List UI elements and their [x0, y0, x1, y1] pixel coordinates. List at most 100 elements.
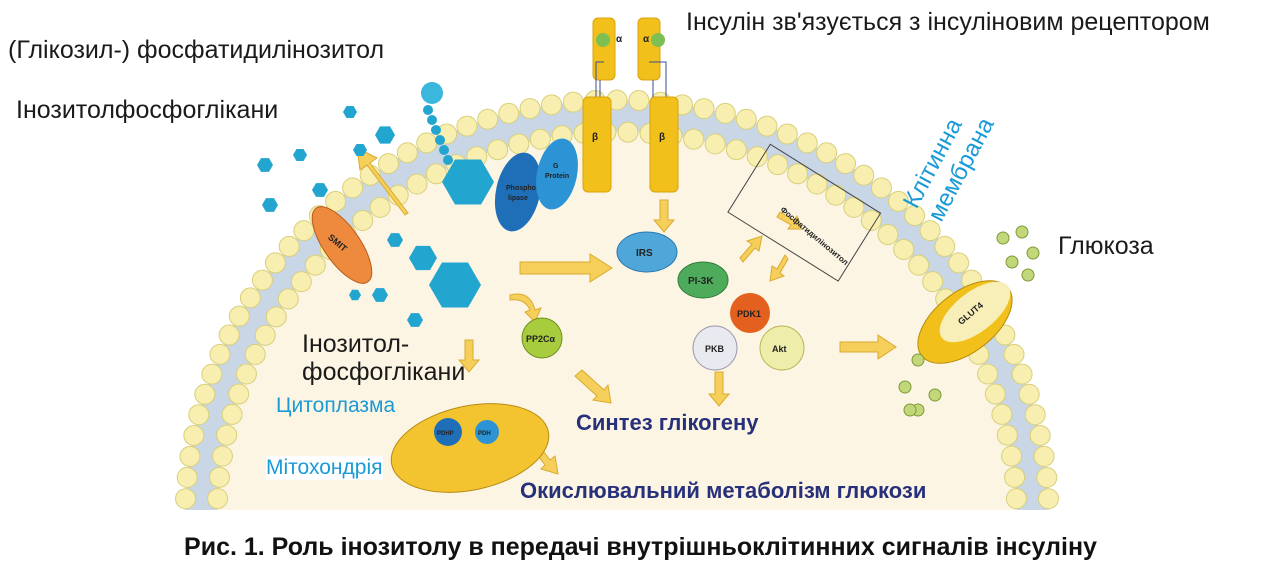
lipid-head — [776, 123, 798, 145]
figure-caption: Рис. 1. Роль інозитолу в передачі внутрі… — [184, 533, 1097, 561]
lipid-head — [278, 235, 300, 257]
glucose-molecule — [911, 353, 925, 367]
lipid-head — [487, 139, 509, 161]
lipid-head — [1037, 488, 1059, 510]
lipid-head — [796, 132, 818, 154]
lipid-head — [183, 424, 205, 446]
inositol-hexagon — [349, 289, 361, 301]
lipid-head — [562, 91, 584, 113]
lipid-head — [508, 133, 530, 155]
lipid-head — [218, 324, 240, 346]
lipid-head — [984, 383, 1006, 405]
lipid-head — [725, 139, 747, 161]
lipid-head — [244, 343, 266, 365]
pp2c-protein — [521, 317, 563, 359]
lipid-head — [893, 238, 915, 260]
phospholipase-label: lipase — [508, 195, 528, 202]
insulin-binding-label: Інсулін зв'язується з інсуліновим рецепт… — [686, 8, 1210, 36]
pdhp-label: PDHP — [437, 431, 454, 437]
lipid-head — [853, 164, 875, 186]
akt-label: Akt — [772, 344, 787, 354]
lipid-head — [991, 403, 1013, 425]
glucose-molecule — [898, 380, 912, 394]
glucose-molecule — [996, 231, 1010, 245]
glucose-molecule — [903, 403, 917, 417]
lipid-head — [816, 142, 838, 164]
lipid-head — [860, 209, 882, 231]
lipid-head — [207, 488, 229, 510]
lipid-head — [996, 424, 1018, 446]
lipid-head — [767, 154, 789, 176]
lipid-head — [416, 132, 438, 154]
inositol-hexagon — [407, 313, 423, 327]
irs-protein — [616, 231, 678, 273]
pp2c-label: PP2Cα — [526, 334, 556, 344]
lipid-head — [904, 205, 926, 227]
lipid-head — [228, 305, 250, 327]
lipid-head — [756, 115, 778, 137]
inositol-hexagon — [375, 126, 395, 144]
lipid-head — [735, 108, 757, 130]
lipid-head — [843, 196, 865, 218]
glucose-label: Глюкоза — [1058, 232, 1154, 260]
g-protein-label: Protein — [545, 173, 569, 180]
lipid-head — [264, 252, 286, 274]
lipid-head — [1033, 445, 1055, 467]
lipid-head — [254, 324, 276, 346]
lipid-head — [908, 254, 930, 276]
pkb-protein — [692, 325, 738, 371]
lipid-head — [201, 363, 223, 385]
oxidative-metabolism-label: Окислювальний метаболізм глюкози — [520, 478, 927, 503]
lipid-head — [1004, 466, 1026, 488]
glycosyl-pi-label: (Глікозил-) фосфатидилінозитол — [8, 36, 385, 64]
g-protein-label: G — [553, 163, 559, 170]
lipid-head — [396, 142, 418, 164]
pi3k-label: PI-3K — [688, 276, 714, 287]
lipid-head — [216, 424, 238, 446]
lipid-head — [1024, 404, 1046, 426]
lipid-head — [806, 173, 828, 195]
insulin-receptor: α α β β — [582, 17, 679, 193]
lipid-head — [179, 445, 201, 467]
lipid-head — [265, 306, 287, 328]
lipid-head — [209, 343, 231, 365]
lipid-head — [919, 220, 941, 242]
pi3k-protein — [677, 261, 729, 299]
pdh-label: PDH — [478, 431, 491, 437]
inositol-hexagon — [293, 148, 307, 162]
inositol-hexagon — [387, 233, 403, 247]
inositol-hexagon — [372, 288, 388, 302]
lipid-head — [277, 288, 299, 310]
smit-transporter — [311, 206, 373, 284]
lipid-head — [175, 488, 197, 510]
lipid-head — [746, 146, 768, 168]
lipid-head — [835, 153, 857, 175]
lipid-head — [787, 163, 809, 185]
lipid-head — [1005, 488, 1027, 510]
glucose-molecule — [928, 388, 942, 402]
lipid-head — [1011, 363, 1033, 385]
lipid-head — [176, 467, 198, 489]
lipid-head — [825, 184, 847, 206]
lipid-head — [934, 235, 956, 257]
lipid-head — [239, 287, 261, 309]
lipid-head — [342, 177, 364, 199]
glycosyl-pi-chain — [421, 82, 453, 165]
inositol-hexagon — [262, 198, 278, 212]
lipid-head — [704, 133, 726, 155]
lipid-head — [529, 128, 551, 150]
glucose-molecule — [1026, 246, 1040, 260]
lipid-head — [498, 102, 520, 124]
lipid-head — [683, 128, 705, 150]
irs-label: IRS — [636, 248, 653, 259]
inositol-hexagon — [429, 262, 481, 308]
mitochondrion — [390, 403, 550, 493]
lipid-head — [304, 254, 326, 276]
ipg-mid-label: Інозитол-фосфоглікани — [302, 330, 465, 386]
g-protein — [536, 138, 578, 210]
lipid-head — [369, 196, 391, 218]
lipid-head — [1029, 424, 1051, 446]
glycogen-synthesis-label: Синтез глікогену — [576, 410, 759, 435]
inositol-hexagon — [442, 159, 494, 205]
